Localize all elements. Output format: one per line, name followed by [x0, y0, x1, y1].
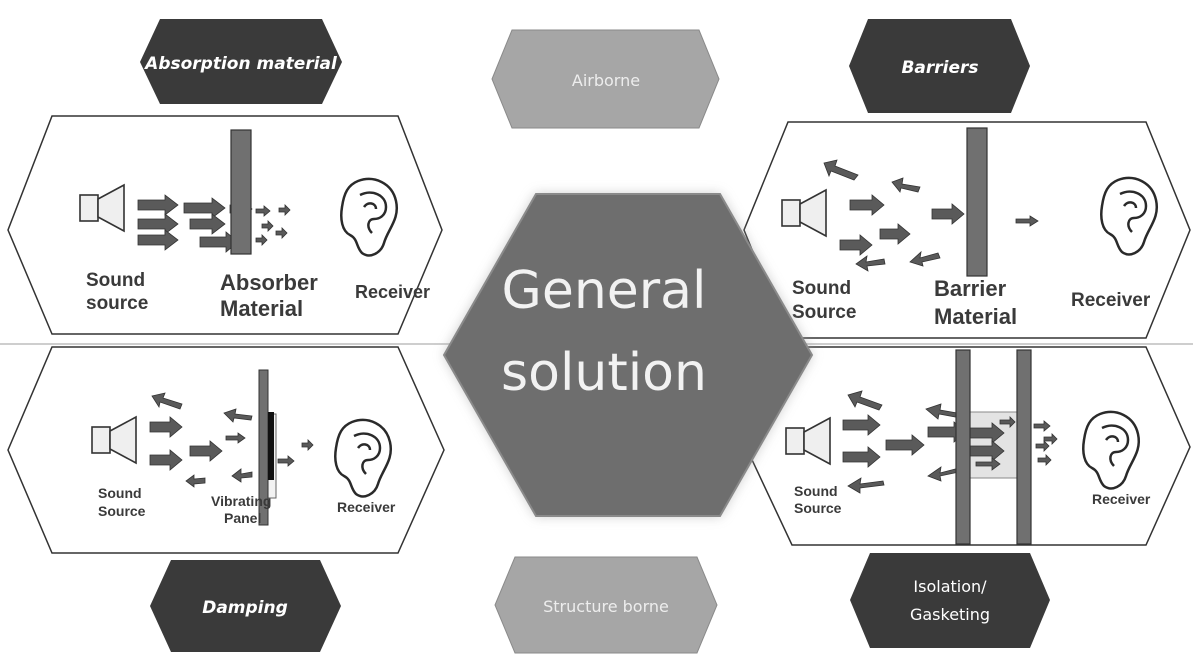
- arrow-group: [137, 194, 291, 253]
- receiver-label: Receiver: [1092, 491, 1151, 507]
- absorption-tag-label: Absorption material: [143, 54, 338, 74]
- absorption-tag: Absorption material: [140, 19, 342, 104]
- airborne-tag-label: Airborne: [572, 71, 640, 90]
- material-label-line2: Material: [220, 296, 303, 321]
- isolation-tag-label-line2: Gasketing: [910, 605, 990, 624]
- receiver-label: Receiver: [337, 499, 396, 515]
- barriers-tag: Barriers: [849, 19, 1030, 113]
- absorption-panel: Sound source Absorber Material Receiver: [7, 115, 443, 335]
- absorber-bar: [230, 129, 252, 255]
- barriers-tag-label: Barriers: [901, 58, 978, 78]
- isolation-wall-left: [955, 349, 971, 545]
- damping-strip: [268, 412, 274, 480]
- source-label-line2: source: [86, 293, 148, 314]
- arrow-group: [823, 159, 1039, 272]
- isolation-tag: Isolation/ Gasketing: [850, 553, 1050, 648]
- isolation-wall-right: [1016, 349, 1032, 545]
- receiver-label: Receiver: [355, 282, 430, 302]
- isolation-panel: Sound Source Receiver: [745, 346, 1191, 546]
- center-title-line1: General: [502, 261, 707, 321]
- material-label-line2: Material: [934, 304, 1017, 329]
- damping-tag: Damping: [150, 560, 341, 652]
- arrow-group: [149, 392, 314, 488]
- source-label-line1: Sound: [792, 278, 851, 299]
- airborne-tag: Airborne: [491, 29, 720, 129]
- damping-panel: Sound Source Vibrating Panel Receiver: [7, 346, 445, 554]
- center-title-line2: solution: [501, 343, 707, 403]
- source-label-line1: Sound: [98, 485, 142, 501]
- source-label-line1: Sound: [86, 270, 145, 291]
- damping-tag-label: Damping: [202, 598, 288, 618]
- structure-tag: Structure borne: [494, 556, 718, 654]
- source-label-line2: Source: [792, 302, 856, 323]
- structure-tag-label: Structure borne: [543, 597, 669, 616]
- material-label-line2: Panel: [224, 510, 261, 526]
- material-label-line1: Barrier: [934, 276, 1007, 301]
- barrier-panel: Sound Source Barrier Material Receiver: [743, 121, 1191, 339]
- source-label-line1: Sound: [794, 483, 838, 499]
- material-label-line1: Absorber: [220, 270, 318, 295]
- barrier-bar: [966, 127, 988, 277]
- source-label-line2: Source: [98, 503, 146, 519]
- isolation-tag-label-line1: Isolation/: [913, 577, 987, 596]
- source-label-line2: Source: [794, 500, 842, 516]
- center-hexagon: General solution: [442, 193, 814, 517]
- material-label-line1: Vibrating: [211, 493, 271, 509]
- receiver-label: Receiver: [1071, 290, 1151, 311]
